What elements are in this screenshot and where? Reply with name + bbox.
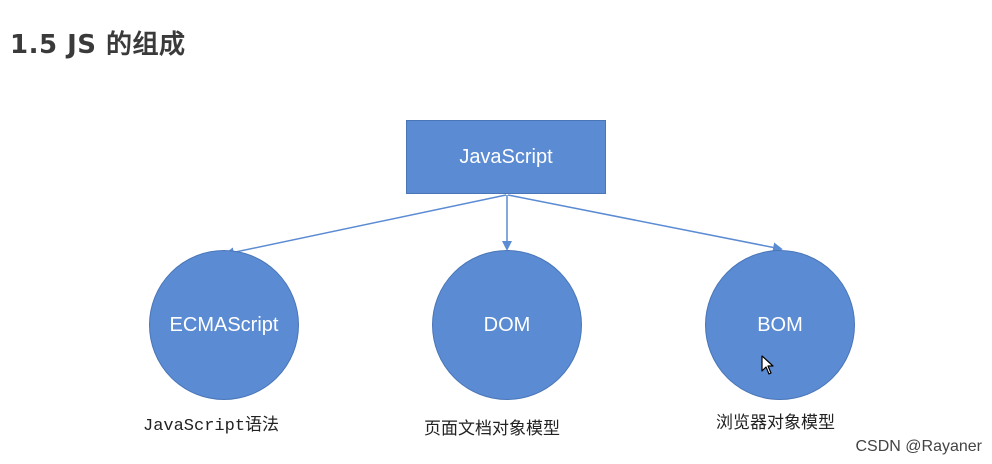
mouse-pointer-icon <box>761 355 774 375</box>
arrow-to-ecmascript <box>224 194 507 258</box>
watermark: CSDN @Rayaner <box>855 438 983 455</box>
page-title: 1.5 JS 的组成 <box>10 30 186 60</box>
dom-node: DOM <box>432 250 582 400</box>
arrow-to-bom <box>507 194 783 253</box>
dom-node-label: DOM <box>483 313 531 336</box>
bom-caption: 浏览器对象模型 <box>716 413 835 433</box>
ecmascript-caption: JavaScript语法 <box>143 417 280 436</box>
javascript-node-label: JavaScript <box>459 145 553 168</box>
javascript-node: JavaScript <box>406 120 606 194</box>
bom-node-label: BOM <box>757 313 803 336</box>
ecmascript-node: ECMAScript <box>149 250 299 400</box>
bom-node: BOM <box>705 250 855 400</box>
ecmascript-node-label: ECMAScript <box>169 313 279 336</box>
dom-caption: 页面文档对象模型 <box>424 419 560 439</box>
